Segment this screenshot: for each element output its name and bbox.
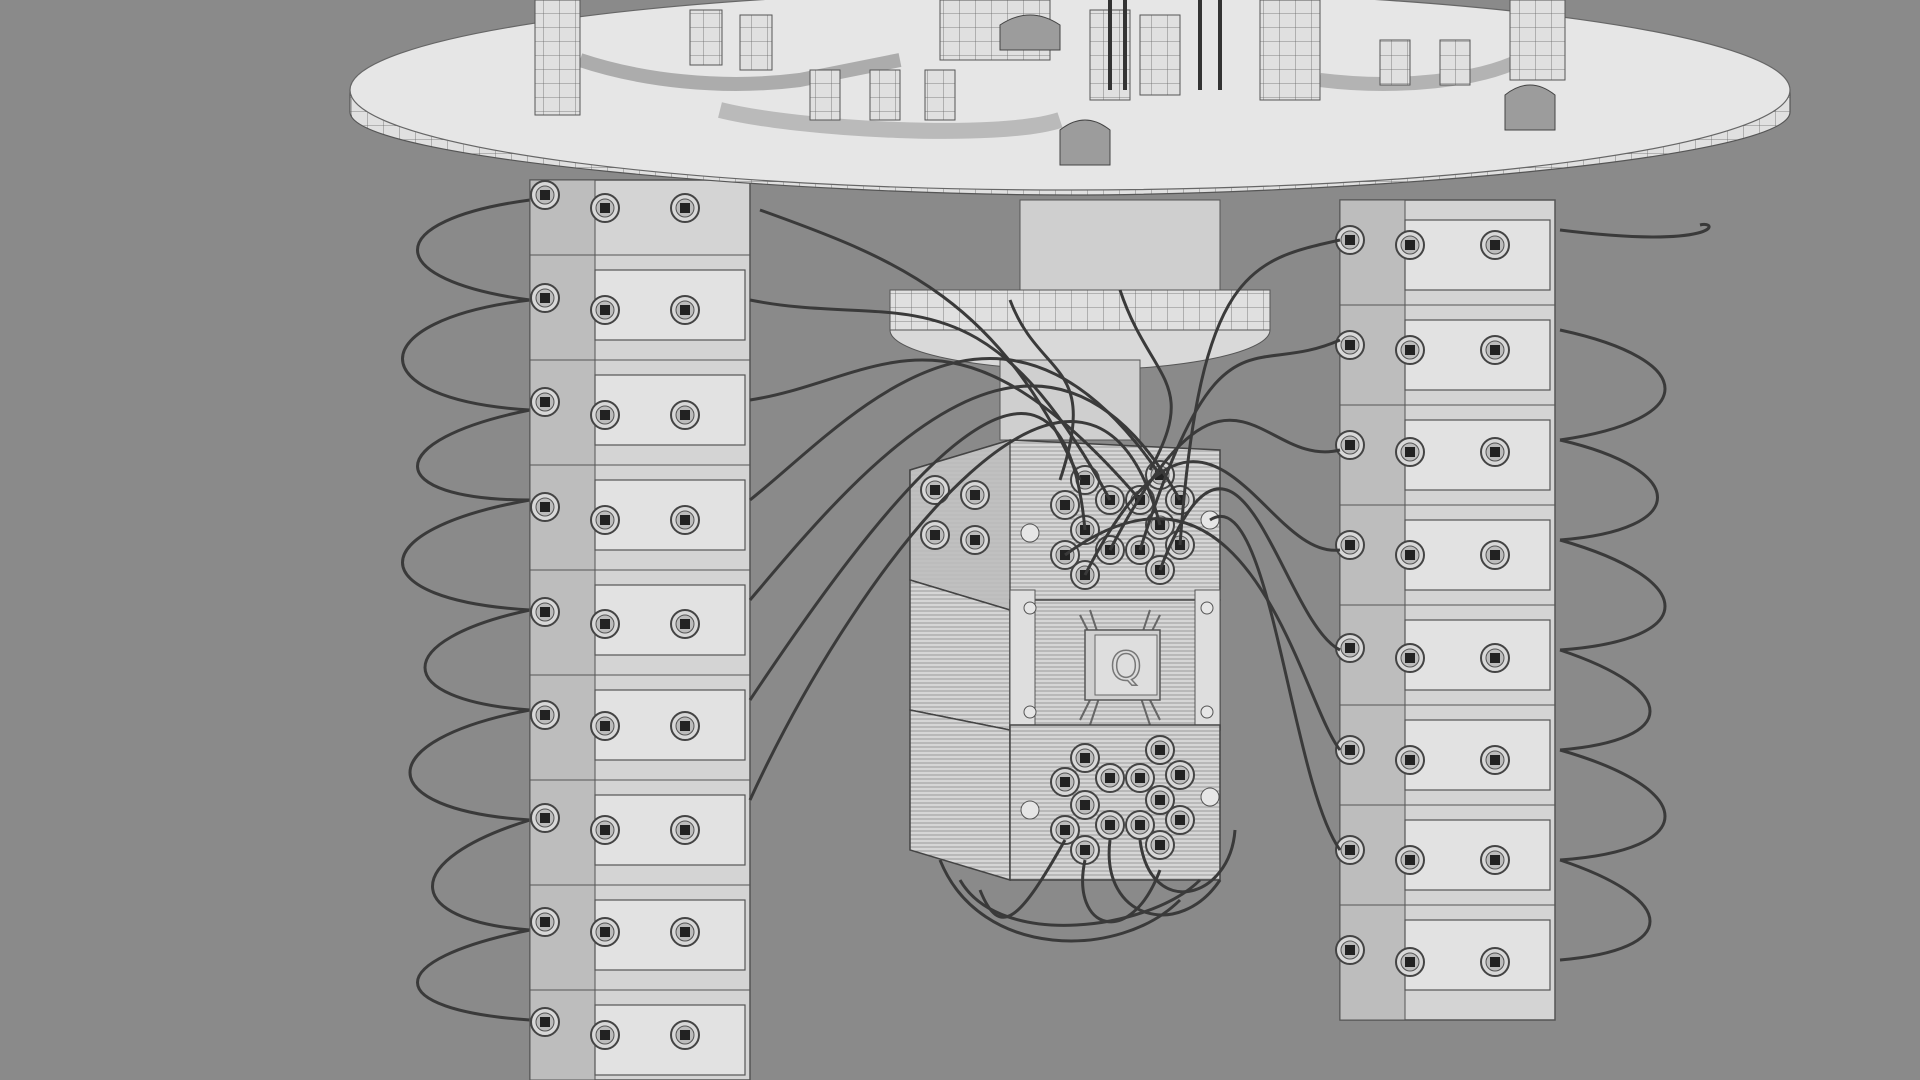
cable-bundle-back (401, 198, 1711, 1022)
right-tower (1335, 199, 1556, 1021)
top-platform (349, 0, 1791, 196)
central-column (889, 199, 1271, 441)
cable-bundle-front (748, 208, 1342, 943)
chip-label: Q (1110, 644, 1141, 690)
left-tower (529, 179, 751, 1080)
processor-stack: Q (909, 438, 1221, 882)
chip: Q (1079, 609, 1161, 726)
